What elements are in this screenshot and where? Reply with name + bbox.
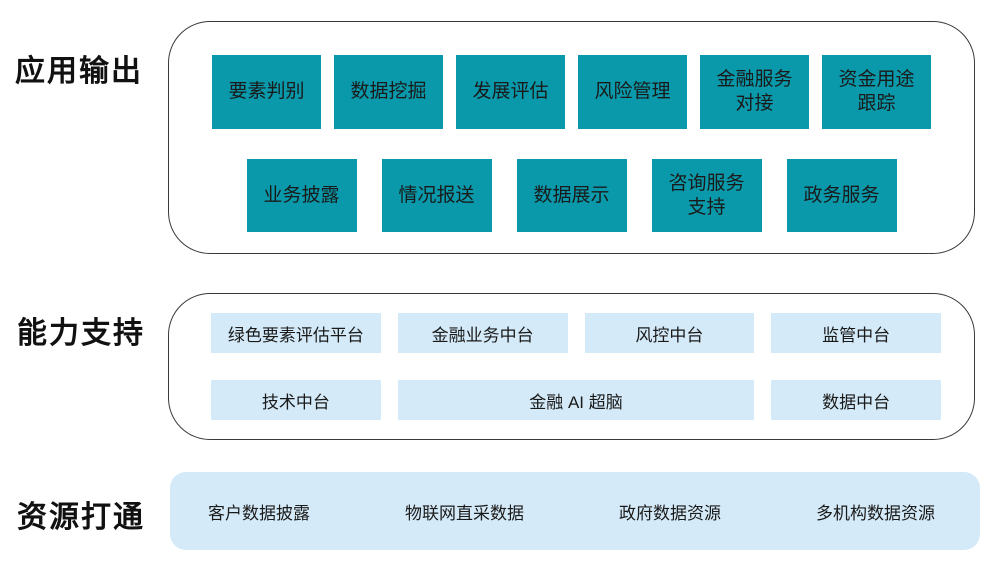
resource-item-multi-institution-data: 多机构数据资源 [816, 503, 935, 523]
capability-box-regulatory-middle-platform: 监管中台 [771, 313, 941, 353]
capability-box-technology-middle-platform: 技术中台 [211, 380, 381, 420]
app-output-box-fund-usage-tracking: 资金用途 跟踪 [822, 55, 931, 129]
app-output-box-situation-reporting: 情况报送 [381, 159, 492, 232]
app-output-box-data-mining: 数据挖掘 [334, 55, 443, 129]
resource-connection-banner: 客户数据披露 物联网直采数据 政府数据资源 多机构数据资源 [170, 472, 980, 550]
app-output-box-government-service: 政务服务 [786, 159, 897, 232]
app-output-row-2: 业务披露 情况报送 数据展示 咨询服务 支持 政务服务 [169, 159, 974, 232]
app-output-row-1: 要素判别 数据挖掘 发展评估 风险管理 金融服务 对接 资金用途 跟踪 [169, 55, 974, 129]
capability-box-green-factor-platform: 绿色要素评估平台 [211, 313, 381, 353]
resource-item-iot-direct-data: 物联网直采数据 [405, 503, 524, 523]
app-output-box-factor-discrimination: 要素判别 [212, 55, 321, 129]
app-output-box-financial-service-matching: 金融服务 对接 [700, 55, 809, 129]
section-label-capability-support: 能力支持 [17, 317, 145, 350]
section-label-app-output: 应用输出 [15, 55, 143, 88]
capability-support-container: 绿色要素评估平台 金融业务中台 风控中台 监管中台 技术中台 金融 AI 超脑 … [168, 293, 975, 440]
app-output-box-development-evaluation: 发展评估 [456, 55, 565, 129]
app-output-box-business-disclosure: 业务披露 [246, 159, 357, 232]
section-label-resource-connection: 资源打通 [17, 501, 145, 534]
capability-box-risk-control-middle-platform: 风控中台 [584, 313, 755, 353]
capability-box-data-middle-platform: 数据中台 [771, 380, 941, 420]
app-output-container: 要素判别 数据挖掘 发展评估 风险管理 金融服务 对接 资金用途 跟踪 业务披露… [168, 21, 975, 254]
capability-box-financial-ai-superbrain: 金融 AI 超脑 [397, 380, 755, 420]
app-output-box-consulting-service-support: 咨询服务 支持 [651, 159, 762, 232]
resource-item-customer-data-disclosure: 客户数据披露 [208, 503, 310, 523]
app-output-box-data-display: 数据展示 [516, 159, 627, 232]
app-output-box-risk-management: 风险管理 [578, 55, 687, 129]
capability-grid: 绿色要素评估平台 金融业务中台 风控中台 监管中台 技术中台 金融 AI 超脑 … [211, 313, 941, 420]
capability-box-financial-business-middle-platform: 金融业务中台 [397, 313, 568, 353]
resource-item-government-data: 政府数据资源 [619, 503, 721, 523]
